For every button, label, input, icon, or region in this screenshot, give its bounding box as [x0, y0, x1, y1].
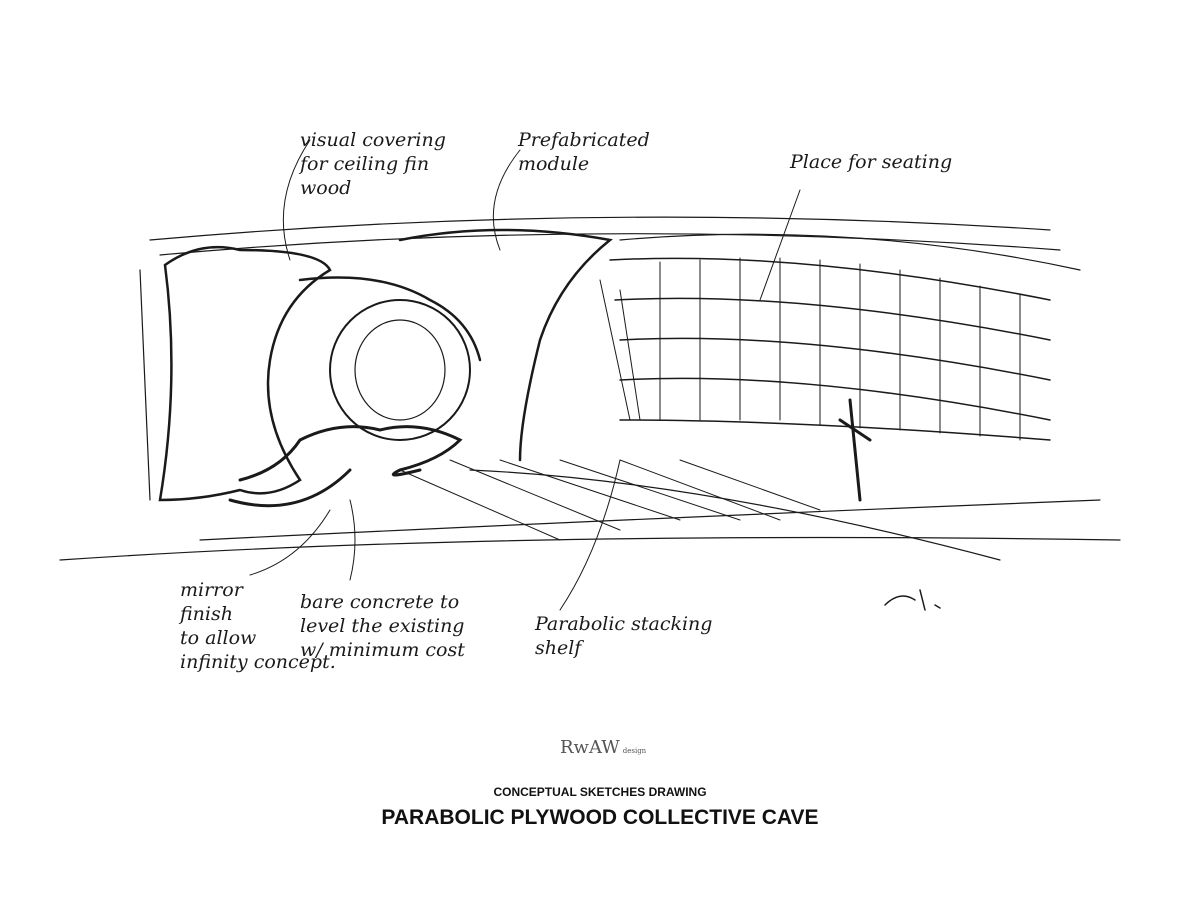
signature: [884, 589, 941, 611]
drawing-title: PARABOLIC PLYWOOD COLLECTIVE CAVE: [381, 806, 819, 829]
stacking-shelf: [609, 257, 1051, 441]
ground-lines: [59, 469, 1121, 561]
annotation-mirror-finish: mirror finish to allow infinity concept.: [180, 579, 336, 673]
logo-tagline: design: [622, 747, 647, 755]
leader-lines: [249, 139, 801, 611]
hatching: [399, 279, 821, 541]
annotation-prefabricated-module: Prefabricated module: [518, 129, 650, 175]
annotation-seating: Place for seating: [790, 151, 953, 173]
logo-text: RwAW: [560, 737, 620, 758]
figure: [838, 398, 872, 502]
tunnel-arch: [329, 299, 471, 441]
annotation-ceiling-covering: visual covering for ceiling fin wood: [300, 129, 446, 199]
drawing-subtitle: CONCEPTUAL SKETCHES DRAWING: [493, 785, 707, 799]
annotation-stacking-shelf: Parabolic stacking shelf: [535, 613, 713, 659]
annotation-bare-concrete: bare concrete to level the existing w/ m…: [300, 591, 465, 661]
ceiling-lines: [149, 216, 1081, 271]
left-arch-module: [139, 228, 613, 502]
